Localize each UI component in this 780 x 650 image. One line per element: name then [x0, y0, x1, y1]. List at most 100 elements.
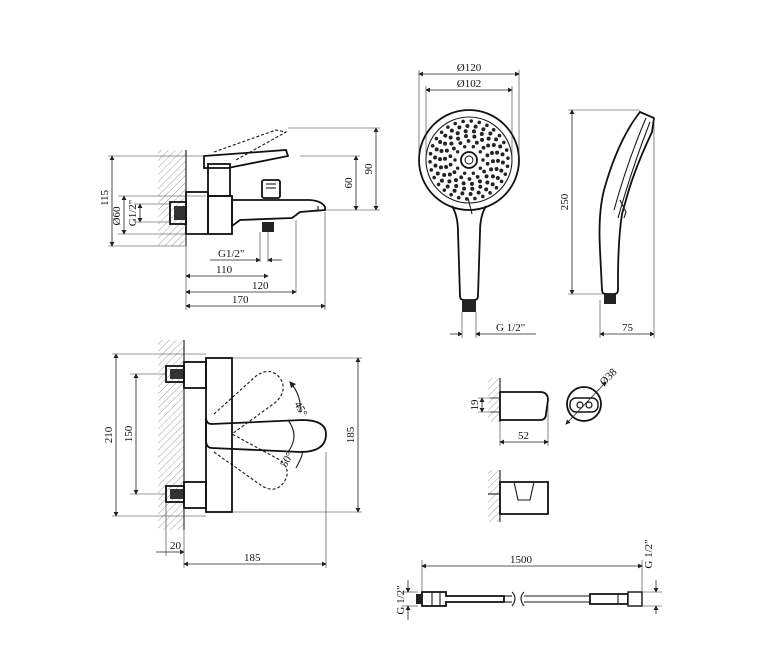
nozzle-dot	[477, 120, 482, 125]
nozzle-dot	[434, 147, 439, 152]
nozzle-dot	[442, 188, 447, 192]
dim-d102: Ø102	[457, 78, 481, 90]
dim-210: 210	[103, 426, 115, 443]
nozzle-dot	[439, 149, 444, 154]
dim-20: 20	[170, 540, 182, 552]
nozzle-dot	[456, 136, 461, 141]
nozzle-dot	[435, 171, 440, 176]
lever-handle	[203, 149, 290, 169]
nozzle-dot	[433, 155, 438, 160]
nozzle-dot	[494, 185, 499, 190]
nozzle-dot	[495, 176, 500, 181]
dim-115: 115	[99, 189, 111, 206]
lever-front	[205, 417, 327, 453]
nozzle-dot	[461, 181, 466, 186]
nozzle-dot	[443, 133, 448, 138]
nozzle-dot	[490, 174, 495, 179]
nozzle-dot	[456, 195, 461, 200]
holder-body	[499, 391, 549, 421]
nozzle-dot	[469, 119, 474, 123]
dim-170: 170	[232, 294, 249, 306]
nozzle-dot	[479, 131, 484, 136]
nozzle-dot	[453, 178, 458, 183]
nozzle-dot	[488, 191, 492, 195]
nozzle-dot	[463, 129, 468, 134]
spout	[231, 199, 326, 228]
nozzle-dot	[472, 134, 477, 139]
nozzle-dot	[485, 153, 490, 158]
nozzle-dot	[500, 152, 505, 157]
shower-handle	[451, 205, 487, 301]
nozzle-dot	[443, 141, 448, 146]
diverter-knob	[261, 179, 281, 199]
nozzle-dot	[430, 144, 435, 148]
shower-head-side: 250 75	[559, 109, 655, 338]
holder-side-top: 19 52	[469, 378, 549, 446]
nozzle-dot	[442, 172, 447, 177]
nozzle-dot	[449, 141, 454, 146]
dim-1500: 1500	[510, 554, 533, 566]
dim-19: 19	[469, 399, 481, 411]
nozzle-dot	[502, 140, 506, 145]
nozzle-dot	[439, 130, 444, 135]
nozzle-dot	[432, 175, 436, 180]
head-side-outline	[598, 110, 655, 295]
nozzle-dot	[448, 135, 453, 140]
nozzle-dot	[490, 159, 495, 164]
nozzle-dot	[469, 181, 474, 186]
nozzle-dot	[498, 144, 503, 149]
nozzle-dot	[447, 179, 452, 184]
nozzle-dot	[461, 119, 465, 124]
nozzle-dot	[475, 175, 480, 179]
nozzle-pattern	[428, 119, 510, 201]
nozzle-dot	[428, 151, 433, 156]
nozzle-dot	[446, 125, 450, 129]
dim-250: 250	[559, 193, 571, 210]
nozzle-dot	[494, 137, 499, 142]
nozzle-dot	[500, 160, 505, 165]
nozzle-dot	[449, 192, 453, 197]
nozzle-dot	[503, 172, 508, 176]
nozzle-dot	[488, 131, 493, 136]
dim-d60: Ø60	[111, 206, 123, 225]
nozzle-dot	[444, 148, 449, 153]
nozzle-dot	[470, 186, 475, 191]
dim-185-vertical: 185	[345, 426, 357, 443]
nozzle-dot	[486, 136, 491, 141]
nozzle-dot	[452, 188, 457, 193]
nozzle-dot	[444, 165, 449, 170]
nozzle-dot	[491, 143, 496, 148]
nozzle-dot	[494, 166, 499, 171]
nozzle-dot	[455, 131, 460, 136]
dim-d120: Ø120	[457, 62, 482, 74]
nozzle-dot	[485, 180, 490, 185]
nozzle-dot	[478, 166, 483, 170]
nozzle-dot	[462, 171, 467, 176]
dim-g12-head: G 1/2"	[496, 322, 525, 334]
nozzle-dot	[490, 182, 495, 187]
nozzle-dot	[433, 163, 438, 168]
nozzle-dot	[478, 150, 483, 154]
dim-g12-hose-right: G 1/2"	[643, 539, 655, 568]
center-button	[460, 151, 478, 169]
dim-110: 110	[216, 264, 233, 276]
nozzle-dot	[438, 139, 443, 144]
nozzle-dot	[497, 133, 502, 138]
holder-front: Ø38	[565, 366, 620, 425]
nozzle-dot	[484, 187, 489, 192]
shower-hose: 1500 G 1/2" G 1/2"	[395, 539, 662, 620]
dim-75: 75	[622, 322, 634, 334]
nozzle-dot	[428, 160, 432, 164]
angle-45: 45°	[291, 400, 309, 419]
nozzle-dot	[454, 184, 459, 189]
dim-g12-side: G1/2"	[127, 200, 139, 227]
nozzle-dot	[481, 158, 485, 162]
nozzle-dot	[485, 123, 489, 128]
nozzle-dot	[447, 172, 452, 177]
nozzle-dot	[460, 191, 465, 196]
nozzle-dot	[455, 150, 460, 154]
nozzle-dot	[445, 184, 450, 189]
nozzle-dot	[489, 150, 494, 155]
